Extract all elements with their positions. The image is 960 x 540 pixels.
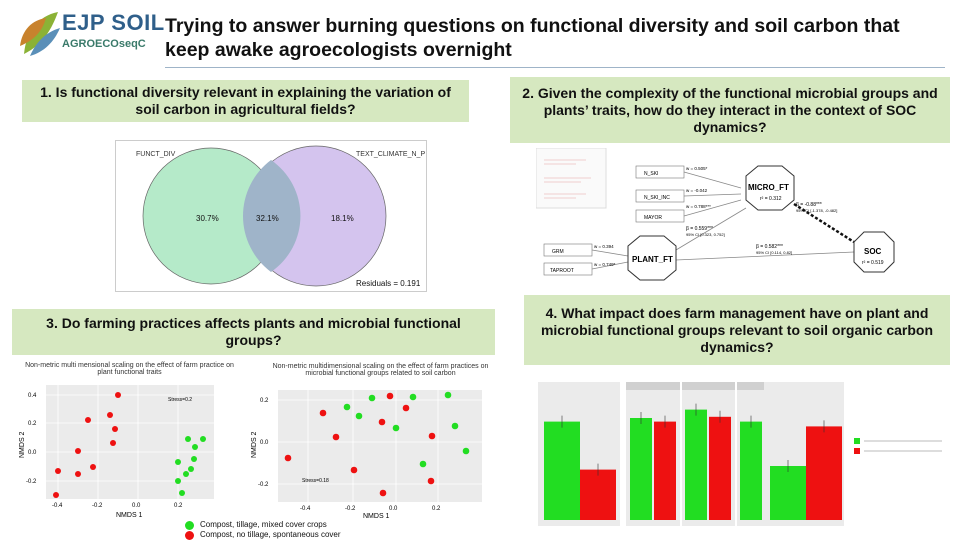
- nmds2-xtick: 0.0: [389, 506, 398, 512]
- nmds2-stress: Stress=0.18: [302, 478, 329, 484]
- bar-charts: [538, 382, 942, 526]
- nmds2-panel: [278, 390, 482, 502]
- sem-weight-2: w = -0.042: [686, 188, 708, 193]
- sem-micro-node: [745, 165, 795, 211]
- sem-path-plant-micro-ci: 95% CI [0.323, 0.752]: [686, 232, 725, 237]
- sem-path-plant-soc: β = 0.582***: [756, 244, 783, 250]
- page-title: Trying to answer burning questions on fu…: [165, 15, 900, 61]
- nmds-legend: Compost, tillage, mixed cover crops Comp…: [185, 520, 341, 540]
- nmds2-ytick: 0.0: [260, 440, 269, 446]
- venn-overlap-value: 32.1%: [256, 214, 279, 223]
- nmds1-xlabel: NMDS 1: [116, 512, 143, 519]
- nmds2-caption: Non-metric multidimensional scaling on t…: [272, 363, 489, 377]
- sem-micro-soc-path: [793, 202, 855, 244]
- venn-overlap: [242, 160, 301, 272]
- sem-weight-5: w = 0.749*: [594, 262, 616, 267]
- sem-plant-node: [627, 235, 677, 281]
- nmds2-ytick: -0.2: [258, 482, 269, 488]
- bar-green: [630, 418, 652, 520]
- sem-soc-node: [853, 231, 895, 273]
- logo-icon: [20, 12, 60, 56]
- nmds2-xtick: 0.2: [432, 506, 441, 512]
- legend-red: Compost, no tillage, spontaneous cover: [185, 530, 341, 540]
- bar-green: [685, 409, 707, 520]
- venn-diagram: FUNCT_DIV TEXT_CLIMATE_N_P 30.7% 32.1% 1…: [115, 140, 427, 292]
- title-divider: [165, 67, 945, 68]
- sem-path-micro-soc: β = -0.88***: [796, 202, 822, 208]
- venn-left-label: FUNCT_DIV: [136, 151, 176, 158]
- sem-input-5-label: TAPROOT: [550, 268, 574, 274]
- venn-left-value: 30.7%: [196, 214, 219, 223]
- bar-chart-1: [538, 382, 620, 526]
- nmds1-green-points: [175, 436, 206, 496]
- logo-subtitle: AGROECOseqC: [62, 38, 146, 50]
- bar-red: [580, 469, 616, 520]
- logo-brand: EJP SOIL: [62, 10, 165, 35]
- nmds1-ytick: 0.4: [28, 393, 37, 399]
- sem-weight-4: w = 0.394: [594, 244, 614, 249]
- nmds1-ytick: 0.0: [28, 450, 37, 456]
- sem-weight-3: w = 0.788***: [686, 204, 711, 209]
- sem-diagram: N_SKI N_SKI_INC MAYOR GRM TAPROOT w = 0.…: [536, 148, 895, 281]
- sem-micro-label: MICRO_FT: [748, 183, 789, 192]
- question-1-box: 1. Is functional diversity relevant in e…: [22, 80, 469, 122]
- nmds2-red-points: [284, 392, 436, 497]
- bar-red: [806, 426, 842, 520]
- nmds1-xtick: -0.2: [92, 503, 103, 509]
- bar-chart-3-legend: [854, 438, 942, 454]
- bar-red: [709, 416, 731, 520]
- nmds1-panel: [46, 385, 214, 499]
- sem-plant-label: PLANT_FT: [632, 255, 673, 264]
- sem-path-plant-micro: β = 0.559***: [686, 226, 713, 232]
- nmds2-xtick: -0.4: [300, 506, 311, 512]
- sem-input-1-label: N_SKI: [644, 171, 658, 177]
- sem-input-4-label: GRM: [552, 249, 564, 255]
- nmds1-ytick: 0.2: [28, 421, 37, 427]
- nmds1-red-points: [53, 392, 121, 498]
- nmds1-xtick: 0.0: [132, 503, 141, 509]
- sem-path-micro-soc-ci: 95% CI [-1.378, -0.482]: [796, 208, 837, 213]
- nmds2-xtick: -0.2: [345, 506, 356, 512]
- sem-micro-r2: r² = 0.312: [760, 196, 782, 202]
- question-2-box: 2. Given the complexity of the functiona…: [510, 77, 950, 143]
- question-4-box: 4. What impact does farm management have…: [524, 295, 950, 365]
- legend-green-dot: [185, 520, 194, 530]
- nmds1-xtick: 0.2: [174, 503, 183, 509]
- nmds1-caption: Non-metric multi mensional scaling on th…: [25, 362, 234, 376]
- nmds1-ytick: -0.2: [26, 479, 37, 485]
- bar-green: [544, 421, 580, 520]
- nmds1-plot: Stress=0.2 0.4 0.2 0.0 -0.2 -0.4 -0.2 0.…: [19, 385, 214, 519]
- venn-right-value: 18.1%: [331, 214, 354, 223]
- bar-green: [770, 466, 806, 520]
- nmds2-xlabel: NMDS 1: [363, 513, 390, 520]
- nmds1-stress: Stress=0.2: [168, 397, 192, 403]
- nmds2-green-points: [343, 391, 470, 468]
- sem-soc-label: SOC: [864, 247, 882, 256]
- bar-red: [654, 421, 676, 520]
- nmds2-ylabel: NMDS 2: [251, 431, 258, 458]
- nmds1-ylabel: NMDS 2: [19, 431, 26, 458]
- sem-input-3-label: MAYOR: [644, 215, 662, 221]
- venn-right-label: TEXT_CLIMATE_N_P: [356, 151, 425, 158]
- nmds2-plot: Stress=0.18 0.2 0.0 -0.2 -0.4 -0.2 0.0 0…: [251, 390, 482, 520]
- legend-green: Compost, tillage, mixed cover crops: [185, 520, 341, 530]
- sem-input-2-label: N_SKI_INC: [644, 195, 670, 201]
- venn-residuals: Residuals = 0.191: [356, 279, 421, 288]
- sem-weight-1: w = 0.505*: [686, 166, 708, 171]
- question-3-box: 3. Do farming practices affects plants a…: [12, 309, 495, 355]
- nmds1-xtick: -0.4: [52, 503, 63, 509]
- legend-red-label: Compost, no tillage, spontaneous cover: [200, 530, 341, 539]
- nmds2-ytick: 0.2: [260, 398, 269, 404]
- sem-path-plant-soc-ci: 95% CI [0.114, 0.82]: [756, 250, 792, 255]
- bar-green: [740, 421, 762, 520]
- legend-green-label: Compost, tillage, mixed cover crops: [200, 520, 327, 529]
- legend-red-dot: [185, 530, 194, 540]
- sem-soc-r2: r² = 0.519: [862, 260, 884, 266]
- bar-chart-3: [764, 382, 844, 526]
